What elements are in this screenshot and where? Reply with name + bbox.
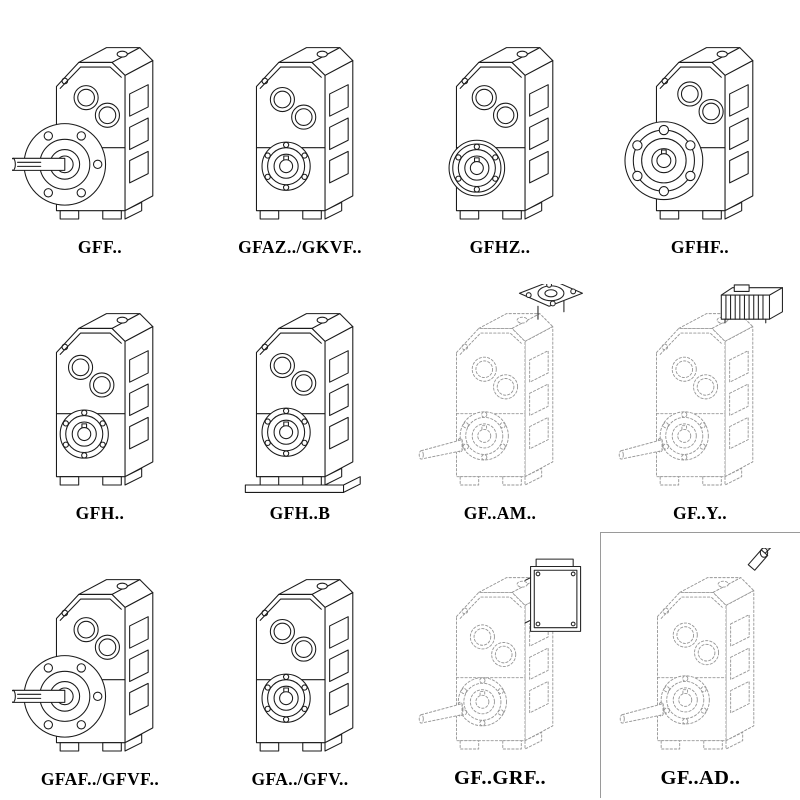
gfhf-technical-drawing (612, 18, 788, 235)
gearbox-cell-gfhf: GFHF.. (600, 0, 800, 266)
gf-grf-technical-drawing (412, 548, 588, 765)
gfhz-technical-drawing (412, 18, 588, 235)
gearbox-model-label: GFHZ.. (469, 237, 531, 257)
gearbox-cell-gfaz-gkvf: GFAZ../GKVF.. (200, 0, 400, 266)
gearbox-model-label: GF..AD.. (660, 767, 741, 789)
gearbox-cell-gf-y: GF..Y.. (600, 266, 800, 532)
gff-technical-drawing (12, 18, 188, 235)
gf-y-technical-drawing (612, 284, 788, 501)
gf-am-technical-drawing (412, 284, 588, 501)
gearbox-cell-gfh: GFH.. (0, 266, 200, 532)
gfh-technical-drawing (12, 284, 188, 501)
gearbox-model-label: GFAF../GFVF.. (40, 769, 160, 789)
gearbox-model-label: GFAZ../GKVF.. (238, 237, 362, 257)
gearbox-cell-gf-am: GF..AM.. (400, 266, 600, 532)
gfaf-gfvf-technical-drawing (12, 550, 188, 767)
gfaz-gkvf-technical-drawing (212, 18, 388, 235)
gearbox-model-label: GFF.. (77, 237, 123, 257)
gearbox-model-label: GF..Y.. (672, 503, 728, 523)
gearbox-model-label: GF..AM.. (463, 503, 537, 523)
gearbox-cell-gff: GFF.. (0, 0, 200, 266)
gearbox-model-label: GFH..B (269, 503, 331, 523)
gearbox-cell-gfaf-gfvf: GFAF../GFVF.. (0, 532, 200, 798)
gearbox-cell-gfhz: GFHZ.. (400, 0, 600, 266)
gfh-b-technical-drawing (212, 284, 388, 501)
gearbox-cell-gf-grf: GF..GRF.. (400, 532, 600, 798)
gearbox-cell-gf-ad: GF..AD.. (600, 532, 800, 798)
gearbox-cell-gfh-b: GFH..B (200, 266, 400, 532)
gearbox-model-label: GFH.. (75, 503, 125, 523)
gearbox-model-label: GFA../GFV.. (251, 769, 349, 789)
gearbox-cell-gfa-gfv: GFA../GFV.. (200, 532, 400, 798)
gearbox-model-label: GF..GRF.. (453, 767, 547, 789)
gearbox-model-label: GFHF.. (670, 237, 730, 257)
gf-ad-technical-drawing (613, 548, 789, 765)
gfa-gfv-technical-drawing (212, 550, 388, 767)
